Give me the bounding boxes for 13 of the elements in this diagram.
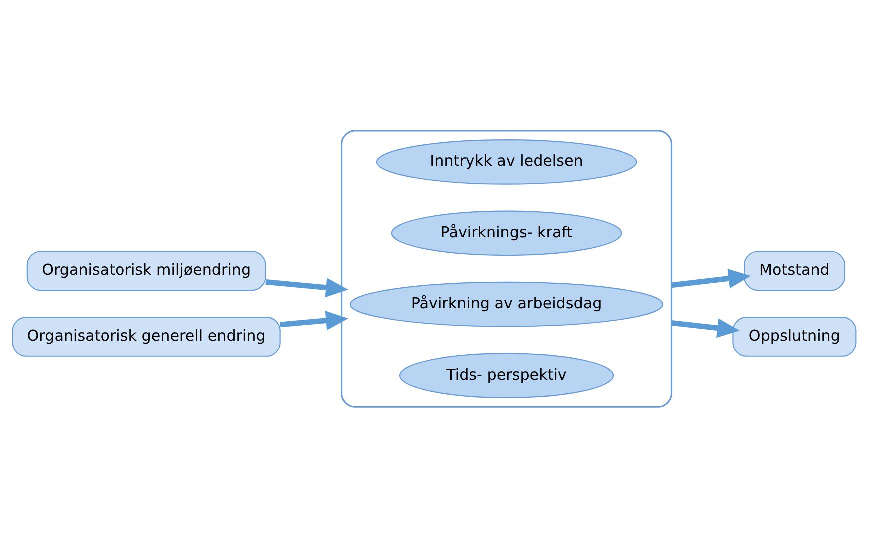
arrow (266, 278, 348, 298)
node-box: Oppslutning (732, 317, 857, 357)
node-box: Organisatorisk generell endring (12, 317, 281, 357)
arrow (280, 311, 348, 331)
node-box: Organisatorisk miljøendring (26, 251, 266, 292)
node-ellipse: Påvirknings- kraft (391, 210, 622, 256)
arrow (671, 318, 740, 338)
node-ellipse: Tids- perspektiv (399, 353, 614, 398)
node-box: Motstand (744, 251, 846, 292)
cluster (340, 130, 673, 408)
node-ellipse: Inntrykk av ledelsen (376, 140, 638, 185)
node-ellipse: Påvirkning av arbeidsdag (350, 282, 664, 328)
arrow (671, 269, 752, 288)
